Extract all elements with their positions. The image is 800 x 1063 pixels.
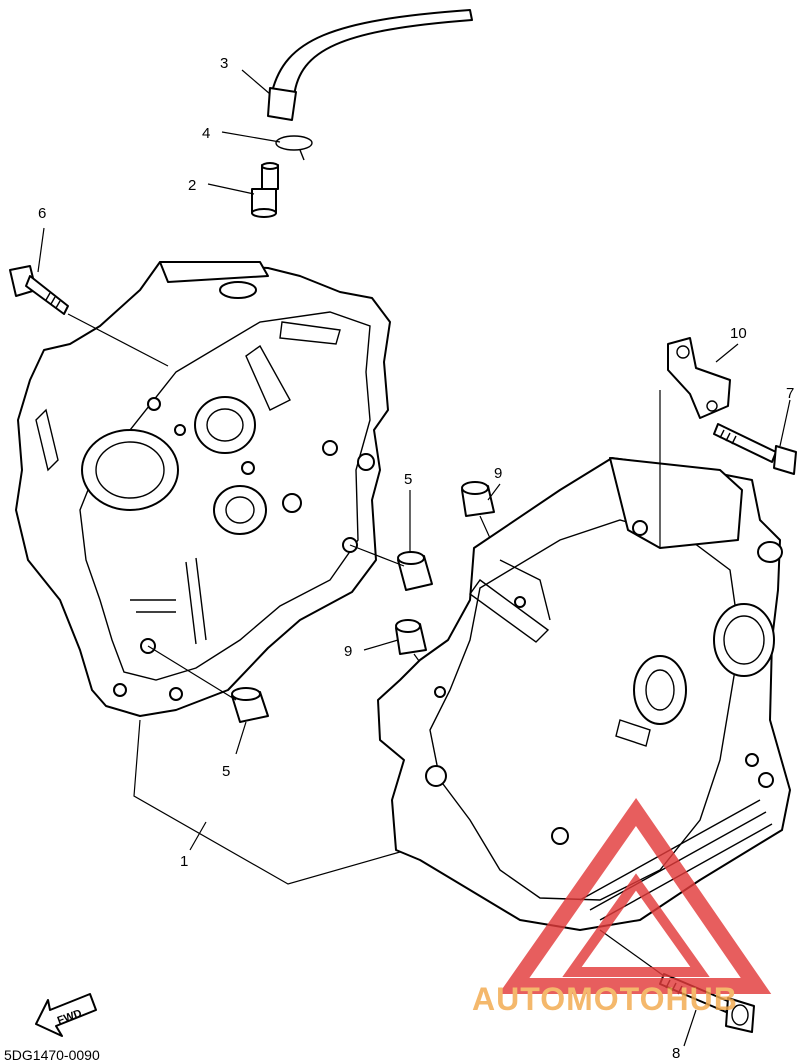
callout-5-upper: 5: [404, 471, 412, 488]
watermark-text: AUTOMOTOHUB: [472, 981, 738, 1017]
watermark-triangle-inner: [562, 873, 710, 977]
leader-callout-8: [683, 1009, 697, 1047]
dowel-pin-9-lower: [395, 619, 427, 655]
callout-9-lower: 9: [344, 643, 352, 660]
callout-9-upper: 9: [494, 465, 502, 482]
leader-callout-5-lower: [235, 721, 247, 755]
callout-10: 10: [730, 325, 747, 342]
dowel-pin-9-upper: [461, 481, 495, 517]
leader-callout-9-lower: [363, 639, 399, 651]
hose-clip: [275, 135, 313, 161]
leader-callout-1: [189, 821, 207, 851]
leader-callout-3: [241, 69, 271, 95]
leader-bolt-6: [67, 313, 169, 367]
leader-callout-9-upper: [487, 483, 501, 501]
right-crankcase-half: [377, 457, 791, 931]
leader-callout-6: [37, 227, 45, 273]
callout-4: 4: [202, 125, 210, 142]
callout-6: 6: [38, 205, 46, 222]
leader-callout-7: [779, 399, 791, 447]
dowel-pin-5-lower: [231, 687, 269, 723]
callout-5-lower: 5: [222, 763, 230, 780]
leader-callout-4: [221, 131, 281, 143]
left-crankcase-half: [15, 261, 391, 717]
callout-2: 2: [188, 177, 196, 194]
bolt-7: [713, 423, 797, 475]
automotohub-watermark: AUTOMOTOHUB: [472, 797, 772, 1017]
bolt-6: [9, 265, 69, 315]
assembly-bracket-1: [133, 719, 401, 885]
dowel-pin-5-upper: [397, 551, 433, 591]
callout-7: 7: [786, 385, 794, 402]
document-code: 5DG1470-0090: [4, 1047, 100, 1063]
breather-pipe: [251, 162, 279, 218]
watermark-triangle-outer: [498, 797, 772, 994]
callout-3: 3: [220, 55, 228, 72]
leader-dowel-5-upper: [349, 544, 405, 567]
callout-1: 1: [180, 853, 188, 870]
fwd-arrow-icon: FWD: [35, 993, 97, 1037]
bracket-10: [667, 337, 731, 419]
breather-hose: [267, 9, 473, 121]
leader-callout-2: [207, 183, 255, 195]
leader-callout-10: [715, 343, 739, 363]
leader-dowel-5-lower: [147, 645, 237, 701]
callout-8: 8: [672, 1045, 680, 1062]
